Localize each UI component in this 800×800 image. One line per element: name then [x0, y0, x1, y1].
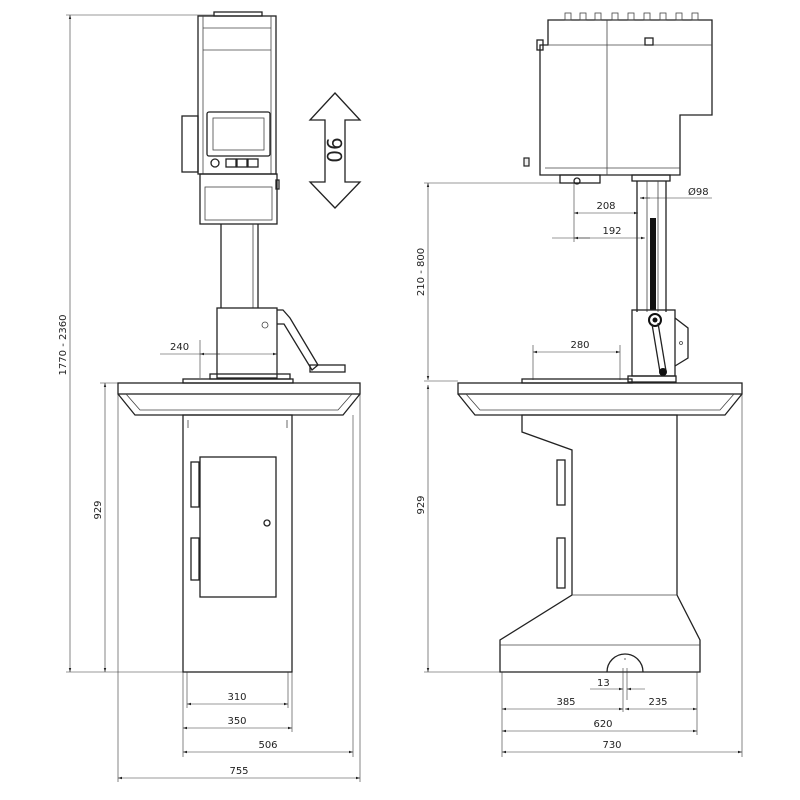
dim-755: 755 — [229, 766, 248, 777]
side-dimensions: 210 - 800 929 208 192 Ø98 280 13 385 — [416, 182, 743, 757]
floor-socket — [606, 653, 644, 673]
dim-385: 385 — [556, 697, 575, 708]
keyhole — [263, 519, 271, 527]
dim-table-height-side: 929 — [416, 495, 427, 514]
dim-column-diameter: Ø98 — [688, 186, 709, 198]
table-side — [457, 382, 743, 416]
pedestal-side — [499, 414, 701, 673]
cabinet-door — [199, 456, 277, 598]
dim-730: 730 — [602, 740, 621, 751]
rack — [650, 218, 656, 310]
front-dimensions: 1770 - 2360 929 240 310 350 506 755 — [58, 14, 361, 782]
stroke-arrow: 90 — [308, 92, 362, 209]
dim-506: 506 — [258, 740, 277, 751]
dim-table-height: 929 — [93, 500, 104, 519]
dim-13: 13 — [597, 678, 610, 689]
stroke-arrow-label: 90 — [322, 137, 346, 162]
cabinet-front — [182, 414, 293, 673]
front-view: 90 1770 - 2360 929 240 310 350 506 755 — [58, 11, 362, 782]
drill-head-front — [181, 11, 280, 225]
dim-208: 208 — [596, 201, 615, 212]
column-front — [182, 224, 346, 384]
dim-310: 310 — [227, 692, 246, 703]
dim-235: 235 — [648, 697, 667, 708]
display-screen — [212, 117, 265, 151]
dim-stroke-range: 210 - 800 — [416, 248, 427, 296]
dim-620: 620 — [593, 719, 612, 730]
dim-total-height: 1770 - 2360 — [58, 315, 69, 376]
dim-plate-width: 240 — [170, 342, 189, 353]
drill-head-side — [523, 12, 713, 185]
side-view: 210 - 800 929 208 192 Ø98 280 13 385 — [416, 12, 743, 757]
dim-192: 192 — [602, 226, 621, 237]
table-front — [117, 382, 361, 416]
dim-280: 280 — [570, 340, 589, 351]
side-box — [181, 115, 199, 173]
control-panel — [206, 111, 271, 157]
control-knob — [210, 158, 220, 168]
dim-350: 350 — [227, 716, 246, 727]
